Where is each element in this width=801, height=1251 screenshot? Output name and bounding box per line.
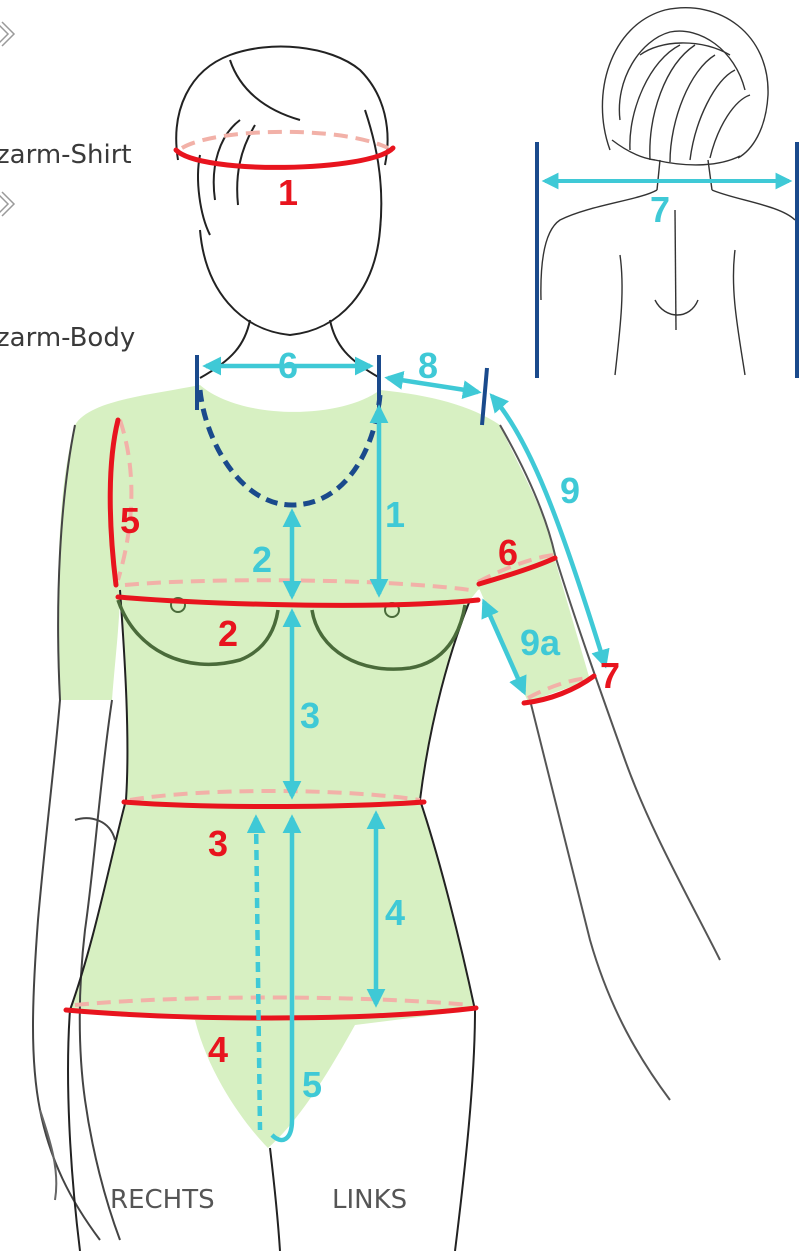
waist-crotch (270, 1148, 280, 1251)
diamond-chevron-icon (0, 192, 14, 216)
cyan-marker-4: 4 (385, 892, 405, 933)
back-view-inset: 7 (537, 8, 797, 378)
back-head-hair (602, 8, 768, 190)
red-marker-3: 3 (208, 823, 228, 864)
cyan-marker-6: 6 (278, 345, 298, 386)
cyan-marker-5: 5 (302, 1064, 322, 1105)
cyan-marker-1: 1 (385, 494, 405, 535)
body-label: zarm-Body (0, 323, 135, 353)
hair-outline (176, 47, 387, 165)
cyan-marker-2: 2 (252, 539, 272, 580)
red-marker-7: 7 (600, 655, 620, 696)
red-marker-4: 4 (208, 1029, 228, 1070)
red-marker-6: 6 (498, 532, 518, 573)
cyan-marker-3: 3 (300, 695, 320, 736)
right-side-label: RECHTS (110, 1185, 215, 1215)
red-marker-1: 1 (278, 172, 298, 213)
cyan-marker-8: 8 (418, 345, 438, 386)
cyan-marker-9: 9 (560, 470, 580, 511)
cyan-marker-7-back: 7 (650, 189, 670, 230)
red-marker-5: 5 (120, 500, 140, 541)
diamond-chevron-icon (0, 22, 14, 46)
face-outline (200, 110, 381, 335)
cyan-marker-9a: 9a (520, 622, 561, 663)
red-marker-2: 2 (218, 613, 238, 654)
left-side-label: LINKS (332, 1185, 407, 1215)
shirt-label: zarm-Shirt (0, 140, 132, 170)
head-circumference (176, 148, 393, 167)
